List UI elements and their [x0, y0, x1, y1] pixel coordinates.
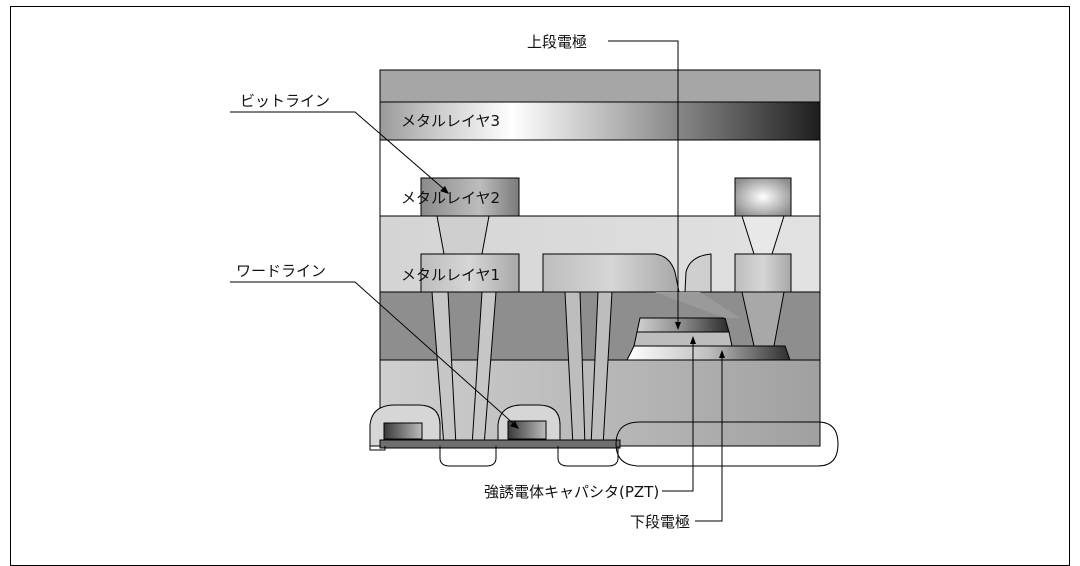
metal-2-pad-left	[420, 177, 520, 217]
ferroelectric-capacitor	[626, 291, 791, 361]
via-2-left	[436, 215, 490, 255]
capacitor-contact-plug	[655, 292, 740, 318]
substrate-region	[369, 404, 839, 467]
label-top-electrode: 上段電極	[527, 33, 587, 51]
metal-1-wide-pad	[542, 253, 680, 293]
contact-plugs	[431, 291, 613, 447]
leader-lines	[230, 40, 725, 522]
label-bottom-electrode: 下段電極	[630, 513, 690, 531]
metal-1-contact-to-top-electrode	[684, 253, 712, 293]
label-metal-layer-1: メタルレイヤ1	[401, 266, 500, 284]
pzt-film-shape	[633, 331, 733, 347]
diffusion-well-1	[439, 446, 497, 467]
metal-1-pad-right	[734, 253, 792, 293]
metal-2-pad-right	[734, 177, 792, 217]
label-capacitor: 強誘電体キャパシタ(PZT)	[484, 483, 659, 501]
top-passivation-layer	[379, 69, 821, 103]
diffusion-well-2	[557, 446, 619, 467]
label-bit-line: ビットライン	[240, 92, 330, 110]
substrate-strip	[379, 439, 621, 449]
metal-1-pad-left	[420, 253, 520, 293]
label-metal-layer-2: メタルレイヤ2	[401, 189, 500, 207]
via-to-bottom-electrode	[741, 291, 785, 347]
word-line-gate-right	[507, 420, 547, 440]
word-line-gate-left	[383, 422, 423, 440]
label-metal-layer-3: メタルレイヤ3	[401, 112, 500, 130]
top-electrode-shape	[636, 317, 730, 333]
bottom-electrode-shape	[626, 345, 791, 361]
diffusion-left	[369, 446, 386, 451]
isolation-region	[615, 421, 839, 467]
metal-layer-3-band	[379, 101, 821, 141]
fram-cross-section-diagram: 上段電極 ビットライン メタルレイヤ3 メタルレイヤ2 ワードライン メタルレイ…	[230, 33, 839, 531]
label-word-line: ワードライン	[236, 262, 326, 280]
